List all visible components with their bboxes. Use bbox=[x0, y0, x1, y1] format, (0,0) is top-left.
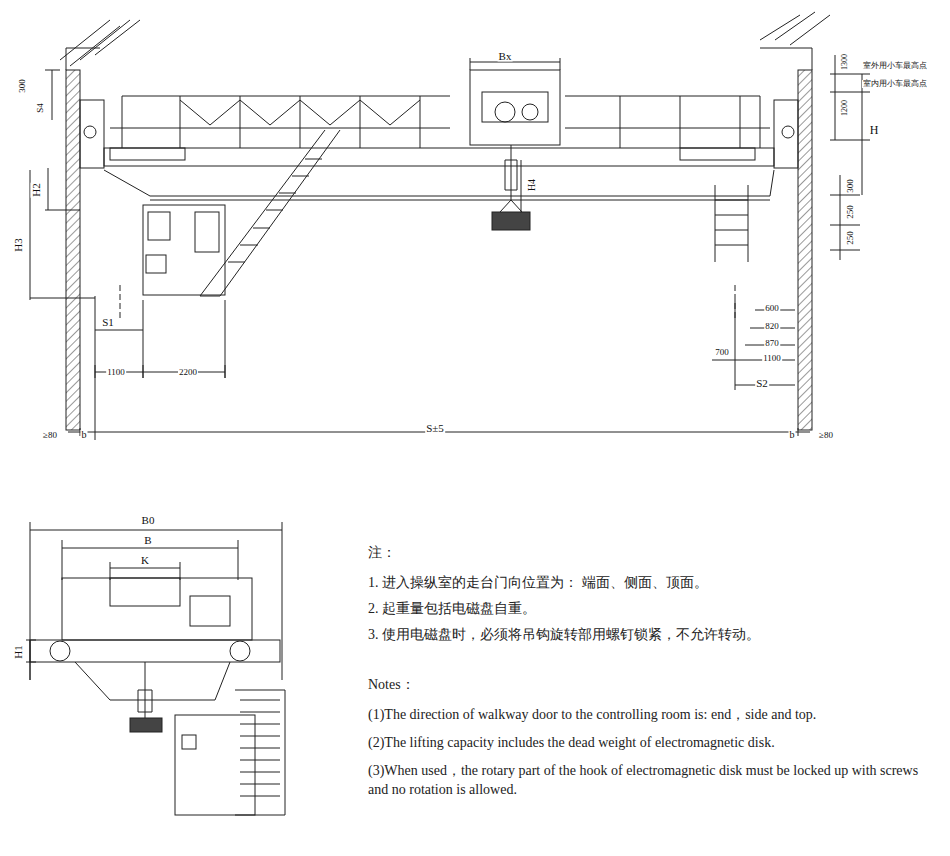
note-text: 1. 进入操纵室的走台门向位置为： 端面、侧面、顶面。 bbox=[368, 574, 928, 593]
dimension-label: H1 bbox=[13, 644, 24, 659]
dimension-label: 1100 bbox=[106, 368, 126, 377]
note-text: Notes： bbox=[368, 676, 928, 695]
dimension-label: H4 bbox=[527, 178, 537, 192]
dimension-label: B bbox=[143, 535, 152, 546]
note-text: (1)The direction of walkway door to the … bbox=[368, 706, 928, 725]
dimension-label: S1 bbox=[101, 317, 115, 328]
dimension-label: 1300 bbox=[841, 53, 849, 71]
note-text: 2. 起重量包括电磁盘自重。 bbox=[368, 600, 928, 619]
dimension-label: S4 bbox=[36, 102, 45, 114]
dimension-label: 600 bbox=[764, 304, 780, 313]
dimension-label: 250 bbox=[846, 204, 855, 220]
note-text: 3. 使用电磁盘时，必须将吊钩旋转部用螺钉锁紧，不允许转动。 bbox=[368, 626, 928, 645]
dimension-label: 870 bbox=[764, 339, 780, 348]
note-text: 注： bbox=[368, 544, 928, 563]
dimension-label: 820 bbox=[764, 322, 780, 331]
dimension-label: S2 bbox=[755, 378, 769, 389]
dimension-label: 室内用小车最高点 bbox=[862, 80, 928, 88]
dimension-label: 250 bbox=[846, 230, 855, 246]
dimension-label: 300 bbox=[18, 78, 27, 94]
note-text: (2)The lifting capacity includes the dea… bbox=[368, 734, 928, 753]
dimension-label: b bbox=[81, 430, 88, 440]
dimension-label: S±5 bbox=[425, 423, 445, 434]
dimension-label: H bbox=[869, 124, 880, 136]
dimension-label: 1200 bbox=[841, 99, 849, 117]
dimension-label: K bbox=[140, 555, 150, 566]
note-text: (3)When used，the rotary part of the hook… bbox=[368, 762, 928, 800]
dimension-label: b bbox=[789, 430, 796, 440]
dimension-label: ≥80 bbox=[818, 431, 834, 440]
dimension-label: 2200 bbox=[178, 368, 198, 377]
dimension-label: 700 bbox=[714, 348, 730, 357]
dimension-label: H2 bbox=[31, 182, 42, 197]
dimension-label: B0 bbox=[141, 515, 156, 526]
dimension-label: H3 bbox=[13, 237, 24, 252]
dimension-label: 300 bbox=[846, 178, 855, 194]
dimension-label: ≥80 bbox=[42, 431, 58, 440]
dimension-label: Bx bbox=[498, 51, 513, 62]
dimension-label: 室外用小车最高点 bbox=[862, 62, 928, 70]
dimension-label: 1100 bbox=[762, 354, 782, 363]
